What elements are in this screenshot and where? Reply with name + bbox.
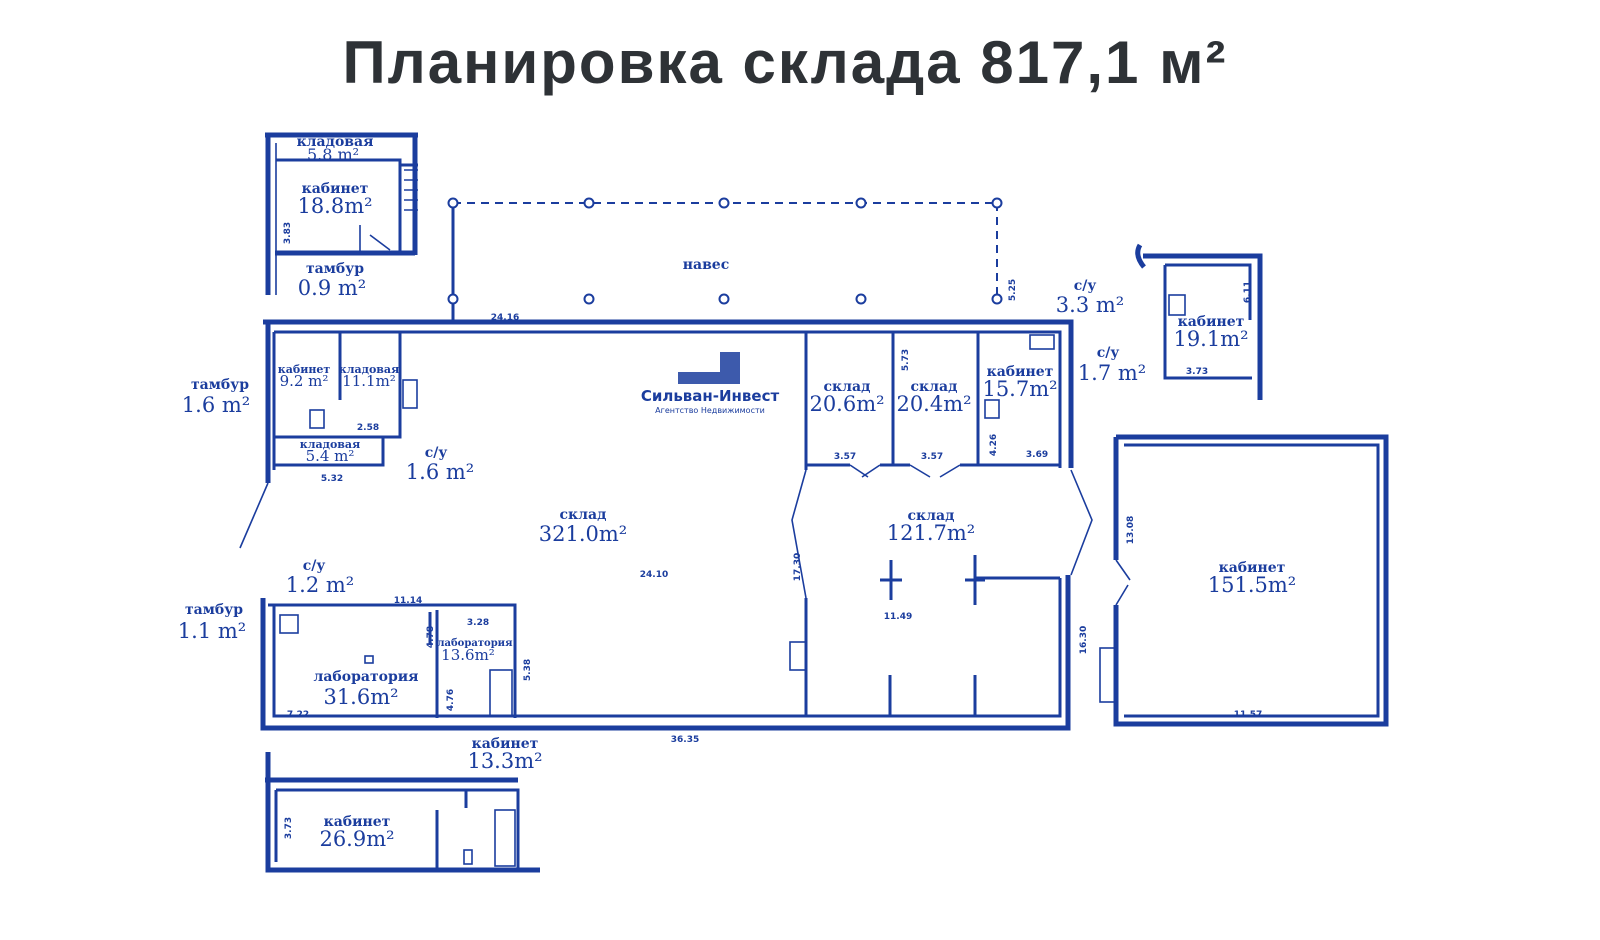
room-name: склад: [911, 379, 958, 395]
room-area: 19.1m²: [1173, 327, 1248, 351]
walls-main-building: [239, 319, 1093, 731]
dimension: 2.58: [357, 423, 379, 433]
room-area: 1.6 m²: [406, 460, 474, 484]
room-name: склад: [824, 379, 871, 395]
room-area: 121.7m²: [887, 521, 975, 545]
company-logo: Сильван-Инвест Агентство Недвижимости: [641, 352, 780, 415]
logo-name: Сильван-Инвест: [641, 387, 780, 405]
room-area: 5.4 m²: [306, 447, 355, 465]
dimension: 24.16: [491, 313, 519, 323]
dimension: 5.73: [901, 349, 911, 371]
room-name: кабинет: [472, 736, 539, 752]
room-area: 20.6m²: [809, 392, 884, 416]
dimension: 11.57: [1234, 710, 1262, 720]
dimension: 17.30: [793, 553, 803, 581]
room-name: кабинет: [324, 814, 391, 830]
room-area: 1.2 m²: [286, 573, 354, 597]
dimension: 3.69: [1026, 450, 1048, 460]
room-name: тамбур: [185, 602, 243, 618]
room-area: 26.9m²: [319, 827, 394, 851]
room-name: кабинет: [987, 364, 1054, 380]
dimension: 3.28: [467, 618, 489, 628]
dimension: 3.57: [921, 452, 943, 462]
room-name: лаборатория: [313, 669, 418, 685]
room-name: кладовая: [297, 134, 374, 150]
dimension: 7.22: [287, 710, 309, 720]
room-name: тамбур: [191, 377, 249, 393]
room-area: 1.7 m²: [1078, 361, 1146, 385]
room-name: лаборатория: [437, 638, 513, 649]
room-name: кладовая: [339, 363, 399, 376]
dimension-labels: 3.83 24.16 5.25 2.58 5.32 24.10 5.73 3.5…: [283, 222, 1262, 839]
room-area: 5.8 m²: [307, 145, 359, 164]
dimension: 4.78: [426, 626, 436, 648]
room-area: 18.8m²: [297, 194, 372, 218]
room-area: 13.3m²: [467, 749, 542, 773]
room-name: с/у: [1097, 345, 1120, 361]
room-area: 20.4m²: [896, 392, 971, 416]
room-area: 321.0m²: [539, 522, 627, 546]
dimension: 24.10: [640, 570, 668, 580]
dimension: 4.76: [446, 689, 456, 711]
dimension: 11.49: [884, 612, 912, 622]
room-name: с/у: [425, 445, 448, 461]
room-name: склад: [908, 508, 955, 524]
walls-big-cabinet: [1099, 434, 1389, 727]
room-name: с/у: [1074, 278, 1097, 294]
logo-tagline: Агентство Недвижимости: [655, 406, 765, 415]
room-area: 31.6m²: [323, 685, 398, 709]
room-area: 9.2 m²: [280, 372, 329, 390]
room-name: кабинет: [1178, 314, 1245, 330]
dimension: 11.14: [394, 596, 422, 606]
room-area: 1.6 m²: [182, 393, 250, 417]
building-logo-icon: [678, 352, 740, 384]
room-name: тамбур: [306, 261, 364, 277]
room-area: 1.1 m²: [178, 619, 246, 643]
room-name: склад: [560, 507, 607, 523]
dimension: 4.26: [989, 434, 999, 456]
walls-right-small-block: [1135, 243, 1263, 400]
room-area: 151.5m²: [1208, 573, 1296, 597]
dimension: 36.35: [671, 735, 699, 745]
room-area: 0.9 m²: [298, 276, 366, 300]
dimension: 13.08: [1126, 516, 1136, 544]
room-name: с/у: [303, 558, 326, 574]
room-area: 3.3 m²: [1056, 293, 1124, 317]
dimension: 3.73: [1186, 367, 1208, 377]
room-name: навес: [683, 257, 729, 273]
room-name: кабинет: [302, 181, 369, 197]
canopy: [447, 197, 1003, 322]
dimension: 16.30: [1079, 626, 1089, 654]
room-name: кабинет: [1219, 560, 1286, 576]
page-title: Планировка склада 817,1 м²: [342, 29, 1228, 96]
dimension: 3.73: [284, 817, 294, 839]
dimension: 3.57: [834, 452, 856, 462]
walls-top-left-block: [265, 132, 418, 295]
dimension: 5.25: [1008, 279, 1018, 301]
walls-bottom-block: [265, 752, 540, 873]
dimension: 6.11: [1243, 281, 1253, 303]
room-area: 11.1m²: [342, 372, 396, 390]
room-area: 13.6m²: [441, 646, 495, 664]
room-name: кабинет: [278, 363, 331, 376]
dimension: 3.83: [283, 222, 293, 244]
dimension: 5.32: [321, 474, 343, 484]
room-name: кладовая: [300, 438, 360, 451]
room-area: 15.7m²: [982, 377, 1057, 401]
dimension: 5.38: [523, 659, 533, 681]
